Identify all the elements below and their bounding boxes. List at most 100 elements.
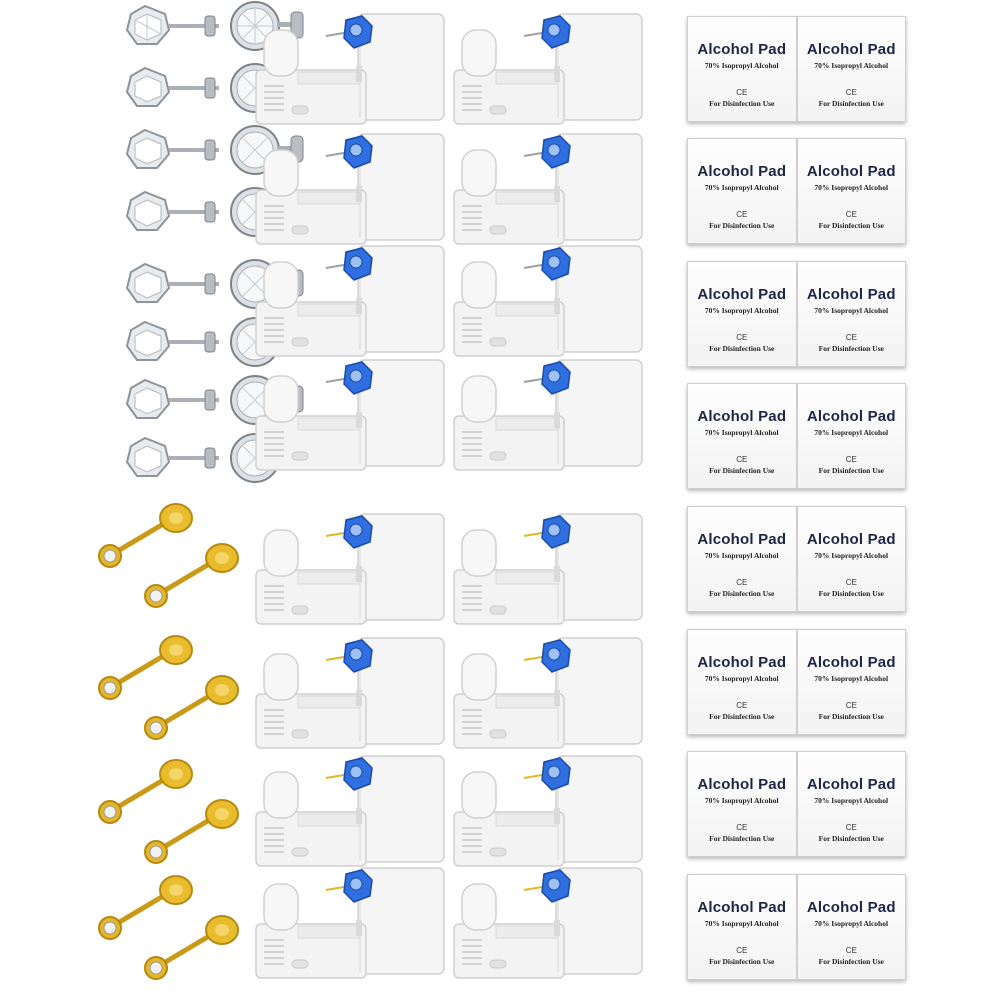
gold-stud (98, 759, 193, 824)
pad-usage: For Disinfection Use (818, 589, 884, 598)
pad-usage: For Disinfection Use (709, 466, 775, 475)
blue-cap-icon (541, 361, 571, 395)
pad-title: Alcohol Pad (806, 163, 896, 180)
pad-usage: For Disinfection Use (709, 221, 775, 230)
blue-cap-icon (541, 869, 571, 903)
alcohol-pad-pack: Alcohol Pad 70% Isopropyl Alcohol CE For… (687, 629, 906, 735)
pad-title: Alcohol Pad (806, 286, 896, 303)
ce-mark: CE (845, 823, 857, 832)
piercing-unit (448, 632, 648, 752)
alcohol-pad-pack: Alcohol Pad 70% Isopropyl Alcohol CE For… (687, 383, 906, 489)
pad-concentration: 70% Isopropyl Alcohol (704, 428, 779, 437)
pad-concentration: 70% Isopropyl Alcohol (704, 306, 779, 315)
pad-concentration: 70% Isopropyl Alcohol (704, 674, 779, 683)
ce-mark: CE (845, 946, 857, 955)
ce-mark: CE (736, 578, 748, 587)
ce-mark: CE (845, 333, 857, 342)
piercing-unit (250, 750, 450, 870)
ce-mark: CE (845, 88, 857, 97)
blue-cap-icon (343, 247, 373, 281)
gold-stud (98, 635, 193, 700)
pad-title: Alcohol Pad (806, 41, 896, 58)
alcohol-pad: Alcohol Pad 70% Isopropyl Alcohol CE For… (796, 261, 906, 367)
blue-cap-icon (343, 757, 373, 791)
piercing-unit (448, 750, 648, 870)
pad-concentration: 70% Isopropyl Alcohol (704, 919, 779, 928)
piercing-unit (448, 128, 648, 248)
blue-cap-icon (541, 135, 571, 169)
gold-stud-pair (96, 872, 246, 992)
pad-title: Alcohol Pad (697, 41, 787, 58)
alcohol-pad: Alcohol Pad 70% Isopropyl Alcohol CE For… (687, 751, 797, 857)
pad-concentration: 70% Isopropyl Alcohol (814, 919, 889, 928)
blue-cap-icon (541, 757, 571, 791)
gold-stud (144, 799, 239, 864)
small-crystal-stud (125, 4, 219, 45)
blue-cap-icon (343, 15, 373, 49)
ce-mark: CE (736, 210, 748, 219)
pad-title: Alcohol Pad (697, 163, 787, 180)
pad-title: Alcohol Pad (697, 286, 787, 303)
alcohol-pad: Alcohol Pad 70% Isopropyl Alcohol CE For… (796, 138, 906, 244)
piercing-unit (250, 128, 450, 248)
pad-usage: For Disinfection Use (818, 221, 884, 230)
ce-mark: CE (736, 823, 748, 832)
piercing-unit (250, 354, 450, 474)
pad-concentration: 70% Isopropyl Alcohol (704, 551, 779, 560)
alcohol-pad-pack: Alcohol Pad 70% Isopropyl Alcohol CE For… (687, 874, 906, 980)
alcohol-pad: Alcohol Pad 70% Isopropyl Alcohol CE For… (796, 751, 906, 857)
silver-stud-pair (65, 0, 310, 52)
piercing-unit (250, 862, 450, 982)
gold-stud-pair (96, 756, 246, 876)
ce-mark: CE (845, 210, 857, 219)
ce-mark: CE (845, 578, 857, 587)
alcohol-pad: Alcohol Pad 70% Isopropyl Alcohol CE For… (796, 506, 906, 612)
alcohol-pad: Alcohol Pad 70% Isopropyl Alcohol CE For… (687, 261, 797, 367)
blue-cap-icon (343, 361, 373, 395)
pad-concentration: 70% Isopropyl Alcohol (814, 551, 889, 560)
alcohol-pad-pack: Alcohol Pad 70% Isopropyl Alcohol CE For… (687, 16, 906, 122)
ce-mark: CE (845, 455, 857, 464)
pad-concentration: 70% Isopropyl Alcohol (704, 796, 779, 805)
alcohol-pad: Alcohol Pad 70% Isopropyl Alcohol CE For… (796, 874, 906, 980)
alcohol-pad: Alcohol Pad 70% Isopropyl Alcohol CE For… (687, 629, 797, 735)
alcohol-pad-pack: Alcohol Pad 70% Isopropyl Alcohol CE For… (687, 261, 906, 367)
alcohol-pad-pack: Alcohol Pad 70% Isopropyl Alcohol CE For… (687, 138, 906, 244)
pad-usage: For Disinfection Use (818, 99, 884, 108)
pad-usage: For Disinfection Use (818, 344, 884, 353)
ce-mark: CE (736, 88, 748, 97)
piercing-unit (250, 632, 450, 752)
ce-mark: CE (736, 946, 748, 955)
blue-cap-icon (343, 639, 373, 673)
pad-concentration: 70% Isopropyl Alcohol (814, 183, 889, 192)
pad-usage: For Disinfection Use (709, 957, 775, 966)
piercing-unit (250, 240, 450, 360)
gold-stud (98, 503, 193, 568)
ce-mark: CE (845, 701, 857, 710)
pad-title: Alcohol Pad (806, 654, 896, 671)
pad-concentration: 70% Isopropyl Alcohol (704, 61, 779, 70)
pad-title: Alcohol Pad (697, 899, 787, 916)
pad-concentration: 70% Isopropyl Alcohol (704, 183, 779, 192)
blue-cap-icon (343, 515, 373, 549)
pad-concentration: 70% Isopropyl Alcohol (814, 428, 889, 437)
piercing-unit (448, 8, 648, 128)
gold-stud-pair (96, 500, 246, 620)
ce-mark: CE (736, 701, 748, 710)
ce-mark: CE (736, 455, 748, 464)
alcohol-pad: Alcohol Pad 70% Isopropyl Alcohol CE For… (687, 16, 797, 122)
silver-stud-pair (65, 124, 310, 176)
gold-stud (144, 543, 239, 608)
pad-usage: For Disinfection Use (709, 589, 775, 598)
alcohol-pad-pack: Alcohol Pad 70% Isopropyl Alcohol CE For… (687, 751, 906, 857)
ce-mark: CE (736, 333, 748, 342)
gold-stud (144, 675, 239, 740)
pad-concentration: 70% Isopropyl Alcohol (814, 61, 889, 70)
alcohol-pad-pack: Alcohol Pad 70% Isopropyl Alcohol CE For… (687, 506, 906, 612)
alcohol-pad: Alcohol Pad 70% Isopropyl Alcohol CE For… (796, 383, 906, 489)
pad-usage: For Disinfection Use (818, 834, 884, 843)
pad-usage: For Disinfection Use (818, 466, 884, 475)
pad-concentration: 70% Isopropyl Alcohol (814, 796, 889, 805)
pad-usage: For Disinfection Use (818, 957, 884, 966)
alcohol-pad: Alcohol Pad 70% Isopropyl Alcohol CE For… (687, 506, 797, 612)
